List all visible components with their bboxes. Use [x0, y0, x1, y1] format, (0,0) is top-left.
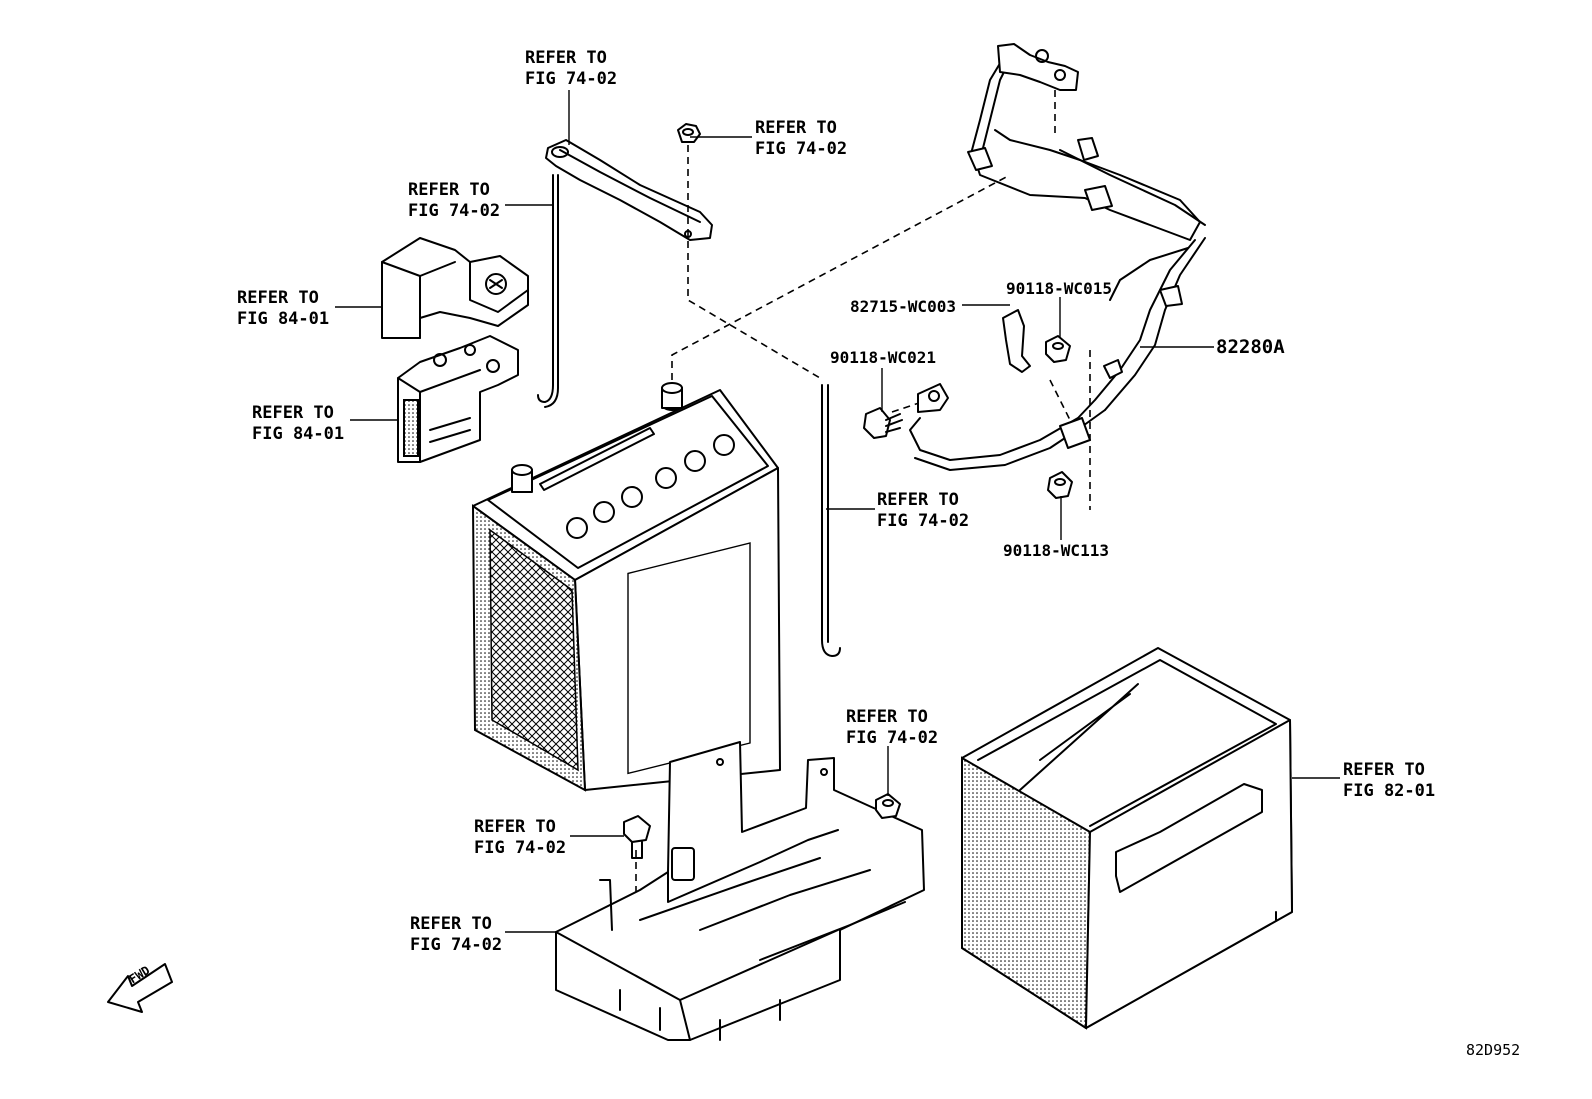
guide-line	[687, 145, 821, 379]
refer-label-line1: REFER TO	[1343, 760, 1425, 780]
battery	[471, 382, 781, 792]
refer-label-line1: REFER TO	[252, 403, 334, 423]
guide-line	[891, 399, 929, 413]
diagram-code: 82D952	[1466, 1041, 1521, 1059]
terminal-cover	[381, 237, 529, 339]
refer-label-line1: REFER TO	[846, 707, 928, 727]
battery-tray	[555, 741, 925, 1041]
refer-label-line1: REFER TO	[877, 490, 959, 510]
refer-label-line2: FIG 74-02	[525, 69, 618, 89]
part-number-90118-wc021: 90118-WC021	[830, 348, 936, 367]
tray-bolt-left	[623, 815, 651, 859]
refer-label-line2: FIG 74-02	[410, 935, 503, 955]
refer-label-line1: REFER TO	[525, 48, 607, 68]
refer-label-line2: FIG 74-02	[877, 511, 970, 531]
bolt-90118-wc113	[1047, 471, 1073, 499]
bolt-90118-wc015	[1045, 335, 1071, 363]
refer-label-line2: FIG 84-01	[252, 424, 345, 444]
fusible-link-block	[397, 335, 519, 463]
refer-label-line1: REFER TO	[410, 914, 492, 934]
refer-label-line2: FIG 82-01	[1343, 781, 1436, 801]
refer-label-line2: FIG 74-02	[408, 201, 501, 221]
refer-label-line2: FIG 84-01	[237, 309, 330, 329]
hold-down-rod-right	[821, 384, 841, 657]
leader-lines	[335, 90, 1340, 933]
refer-label-line1: REFER TO	[474, 817, 556, 837]
hold-down-rod-left	[537, 174, 559, 408]
part-number-82715-wc003: 82715-WC003	[850, 297, 956, 316]
cable-bracket	[1002, 309, 1031, 373]
clamp-nut	[677, 123, 701, 143]
hold-down-clamp	[545, 139, 713, 241]
guide-line	[1049, 379, 1071, 421]
refer-label-line1: REFER TO	[408, 180, 490, 200]
bolt-90118-wc021	[863, 407, 903, 439]
battery-cable-82280a	[909, 43, 1206, 471]
tray-nut-right	[875, 793, 901, 819]
refer-label-line2: FIG 74-02	[474, 838, 567, 858]
refer-label-line1: REFER TO	[237, 288, 319, 308]
battery-insulator	[961, 647, 1293, 1030]
refer-label-line2: FIG 74-02	[846, 728, 939, 748]
refer-label-line2: FIG 74-02	[755, 139, 848, 159]
fwd-arrow-icon	[107, 963, 173, 1013]
guide-line	[671, 174, 1011, 380]
part-number-90118-wc015: 90118-WC015	[1006, 279, 1112, 298]
part-number-82280a: 82280A	[1216, 336, 1285, 358]
refer-label-line1: REFER TO	[755, 118, 837, 138]
part-number-90118-wc113: 90118-WC113	[1003, 541, 1109, 560]
